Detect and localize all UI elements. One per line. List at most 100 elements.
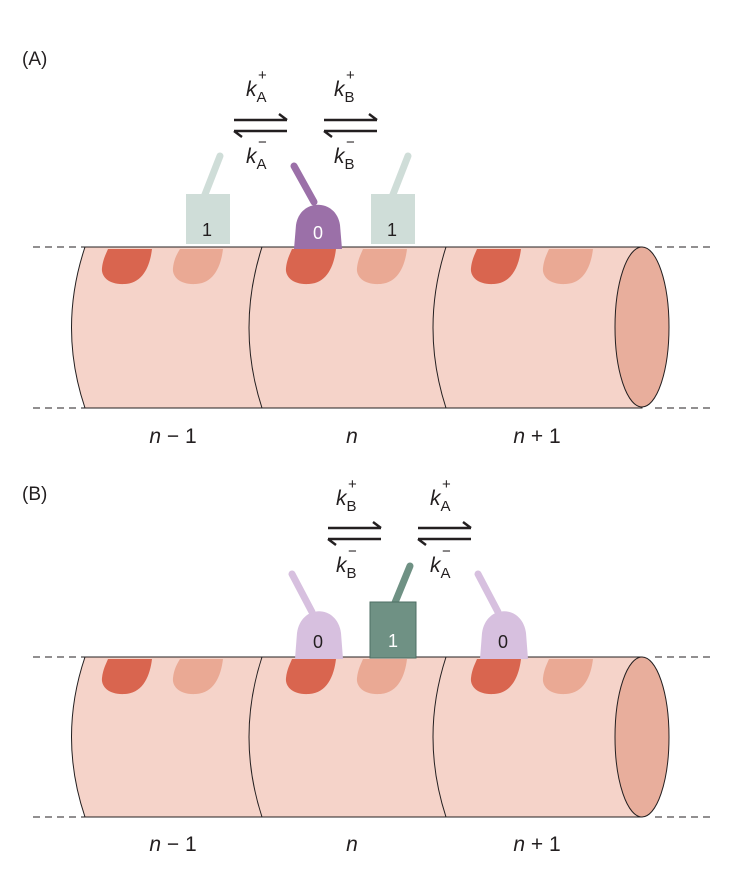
svg-text:kA: kA: [430, 487, 451, 515]
lever-arm: [288, 570, 316, 616]
motor-head-body: [371, 194, 415, 244]
binding-site-dark: [101, 659, 152, 695]
motor-state-1-left: 1: [186, 152, 230, 244]
filament-edge-dashes: [33, 246, 712, 409]
filament: [71, 656, 670, 818]
panel-b: (B) kB + kB − kA + kA −: [22, 476, 712, 856]
state-label: 1: [388, 631, 398, 651]
binding-sites: [101, 659, 593, 695]
filament-end-cap: [614, 246, 670, 408]
segment-divider: [432, 246, 447, 409]
reverse-arrow: [323, 129, 377, 138]
panel-b-rate-right: kA + kA −: [417, 476, 472, 582]
rate-reverse-sup: −: [258, 134, 267, 151]
binding-site-light: [172, 659, 223, 695]
segment-label-n-plus-1: n + 1: [513, 833, 560, 856]
segment-divider: [248, 246, 263, 409]
rate-reverse-sup: −: [442, 543, 451, 560]
rate-k: k: [336, 554, 348, 577]
svg-text:kB: kB: [336, 554, 357, 582]
state-label: 1: [387, 220, 397, 240]
motor-state-1-center: 1: [369, 562, 417, 659]
svg-text:kA: kA: [430, 554, 451, 582]
motor-state-0-center: 0: [290, 162, 342, 249]
filament-body: [71, 656, 643, 818]
rate-reverse-sup: −: [346, 134, 355, 151]
segment-label-n-plus-1: n + 1: [513, 425, 560, 448]
forward-arrow: [328, 521, 382, 530]
rate-forward-sup: +: [442, 476, 451, 493]
segment-label-n-minus-1: n − 1: [149, 833, 196, 856]
motor-state-1-right: 1: [371, 152, 415, 244]
segment-divider: [432, 656, 447, 818]
motor-head-body: [295, 611, 343, 659]
state-label: 0: [313, 632, 323, 652]
rate-k: k: [430, 487, 442, 510]
reverse-arrow: [417, 537, 471, 546]
segment-divider: [248, 656, 263, 818]
svg-text:kB: kB: [336, 487, 357, 515]
forward-arrow: [234, 113, 288, 122]
forward-arrow: [418, 521, 472, 530]
binding-site-light: [356, 659, 407, 695]
motor-state-0-right: 0: [474, 570, 528, 659]
motor-head-body: [294, 204, 342, 249]
rate-subscript: B: [345, 156, 355, 173]
binding-sites: [101, 249, 593, 285]
segment-label-n-minus-1: n − 1: [149, 425, 196, 448]
rate-subscript: B: [345, 89, 355, 106]
motor-head-body: [369, 601, 417, 659]
segment-label-n: n: [346, 833, 358, 856]
panel-a: (A) kA + kA − kB + kB −: [22, 49, 712, 448]
panel-a-rate-right: kB + kB −: [323, 67, 378, 173]
rate-k: k: [336, 487, 348, 510]
filament-edge-dashes: [33, 656, 712, 818]
segment-label-n: n: [346, 425, 358, 448]
filament-body: [71, 246, 643, 409]
motor-head-body: [186, 194, 230, 244]
reverse-arrow: [327, 537, 381, 546]
svg-text:kA: kA: [246, 78, 267, 106]
binding-site-dark: [101, 249, 152, 285]
binding-site-dark: [470, 659, 521, 695]
state-label: 0: [498, 632, 508, 652]
rate-forward-sup: +: [348, 476, 357, 493]
binding-site-light: [542, 249, 593, 285]
svg-text:kA: kA: [246, 145, 267, 173]
rate-subscript: A: [441, 565, 451, 582]
lever-arm: [290, 162, 318, 206]
motor-state-0-left: 0: [288, 570, 343, 659]
rate-subscript: B: [347, 498, 357, 515]
forward-arrow: [324, 113, 378, 122]
rate-k: k: [430, 554, 442, 577]
rate-k: k: [246, 78, 258, 101]
rate-k: k: [334, 145, 346, 168]
lever-arm: [474, 570, 502, 616]
binding-site-dark: [285, 659, 336, 695]
panel-b-label: (B): [22, 484, 47, 505]
svg-text:kB: kB: [334, 145, 355, 173]
binding-site-dark: [285, 249, 336, 285]
binding-site-light: [356, 249, 407, 285]
rate-subscript: B: [347, 565, 357, 582]
rate-forward-sup: +: [258, 67, 267, 84]
rate-reverse-sup: −: [348, 543, 357, 560]
lever-arm: [388, 152, 412, 201]
binding-site-light: [172, 249, 223, 285]
binding-site-light: [542, 659, 593, 695]
rate-k: k: [334, 78, 346, 101]
panel-b-rate-left: kB + kB −: [327, 476, 382, 582]
svg-text:kB: kB: [334, 78, 355, 106]
filament: [71, 246, 670, 409]
rate-k: k: [246, 145, 258, 168]
lever-arm: [200, 152, 224, 201]
rate-forward-sup: +: [346, 67, 355, 84]
panel-a-label: (A): [22, 49, 47, 70]
rate-subscript: A: [257, 89, 267, 106]
rate-subscript: A: [441, 498, 451, 515]
motor-head-body: [480, 611, 528, 659]
state-label: 0: [313, 223, 323, 243]
filament-end-cap: [614, 656, 670, 818]
reverse-arrow: [233, 129, 287, 138]
